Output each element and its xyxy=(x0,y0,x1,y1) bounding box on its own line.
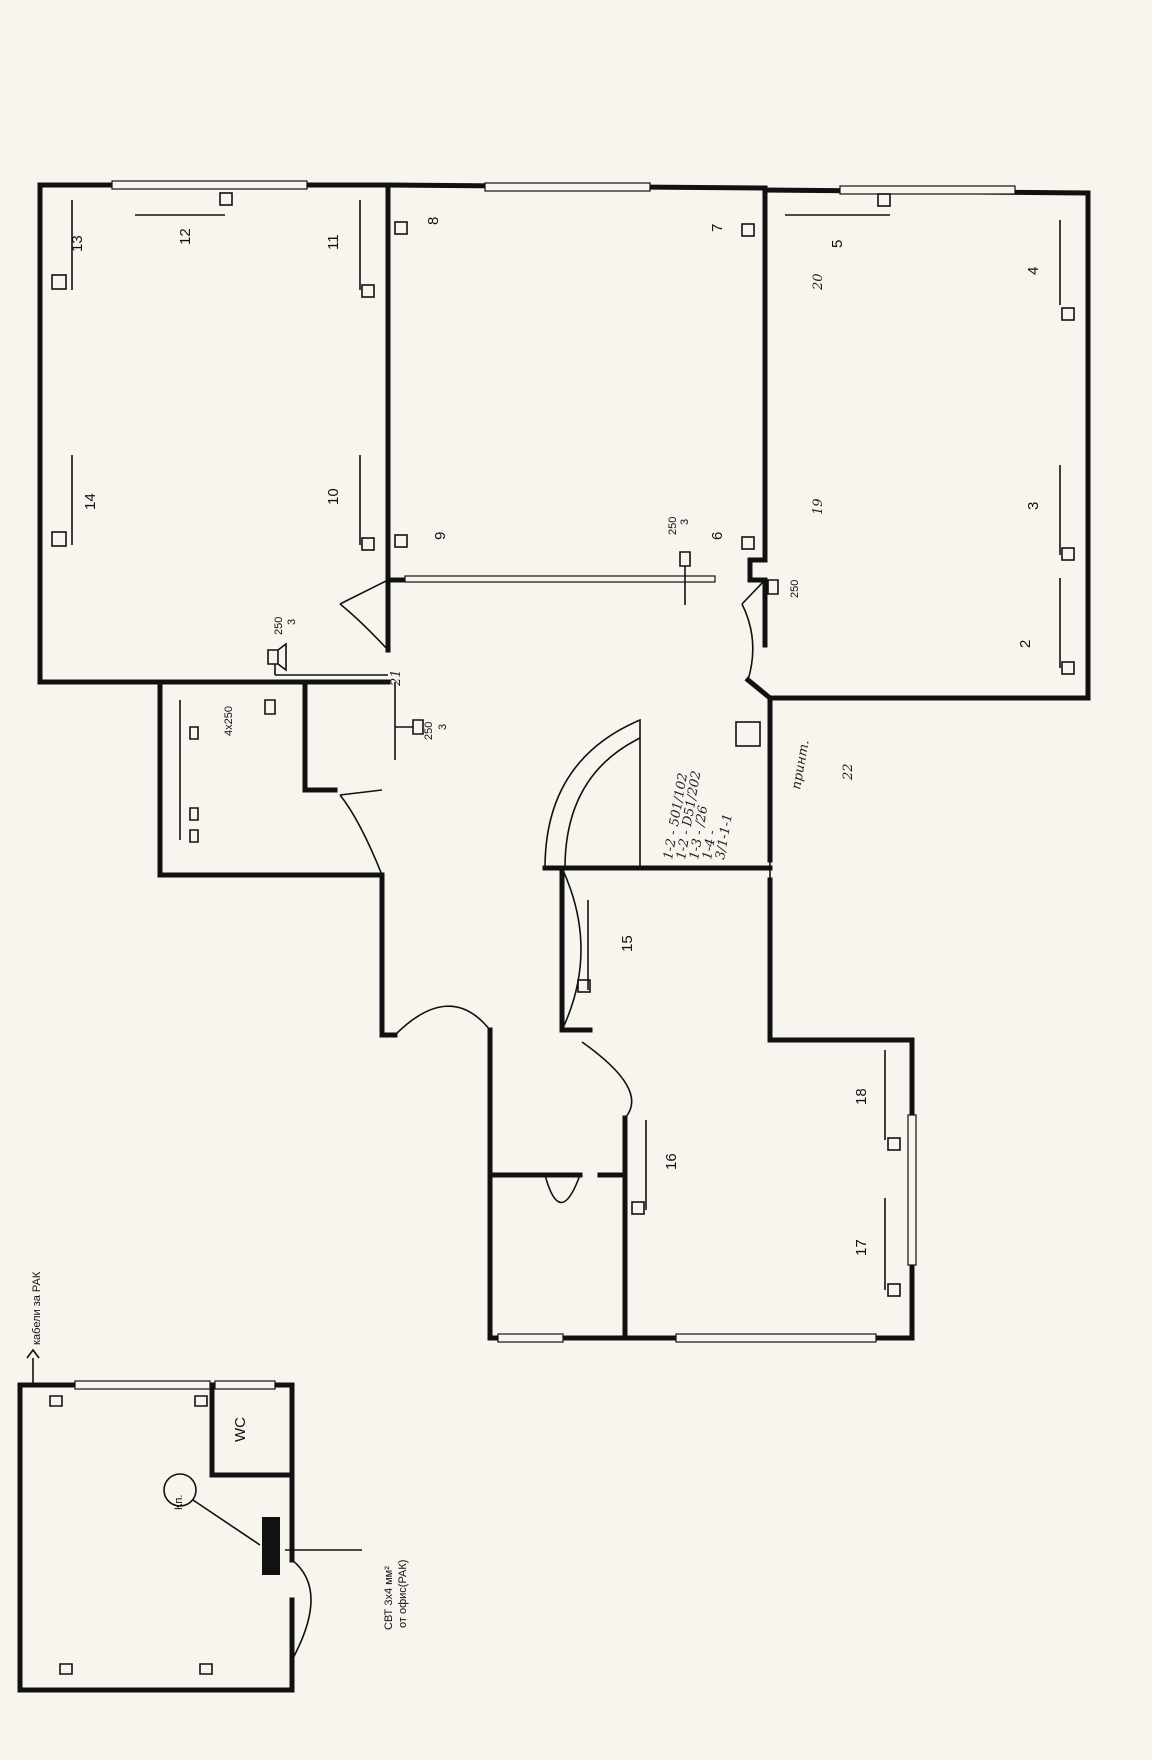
switchboard-box xyxy=(262,1517,280,1575)
svg-text:3: 3 xyxy=(286,619,298,625)
lighting-fixtures: 250 3 250 3 250 3 250 4x250 xyxy=(179,517,801,843)
svg-text:5: 5 xyxy=(829,240,846,248)
workstation-2: 2 xyxy=(1017,578,1075,675)
light-250-3-left: 250 3 xyxy=(267,617,388,676)
svg-text:11: 11 xyxy=(325,234,342,250)
cables-label: кабели за РАК xyxy=(31,1271,43,1345)
light-250-3-corridor: 250 3 xyxy=(394,682,449,760)
workstation-15: 15 xyxy=(577,900,636,993)
svg-text:250: 250 xyxy=(667,517,679,535)
svg-text:1-4 -: 1-4 - xyxy=(700,829,720,861)
svg-text:250: 250 xyxy=(789,580,801,598)
svg-text:4x250: 4x250 xyxy=(223,706,235,736)
light-250-3-mid: 250 3 xyxy=(667,517,691,605)
svg-text:4: 4 xyxy=(1025,267,1042,275)
workstation-8: 8 xyxy=(394,217,442,235)
workstation-16: 16 xyxy=(631,1120,680,1215)
workstation-9: 9 xyxy=(394,532,449,548)
workstation-11: 11 xyxy=(325,200,375,298)
panel-label: Кп. xyxy=(173,1495,185,1510)
building-outline xyxy=(37,182,1091,1341)
svg-text:22: 22 xyxy=(841,763,856,781)
svg-text:21: 21 xyxy=(389,669,404,687)
workstation-3: 3 xyxy=(1025,465,1075,561)
svg-text:15: 15 xyxy=(619,935,636,952)
panel-circle xyxy=(163,1473,197,1507)
workstation-7: 7 xyxy=(709,223,755,237)
workstation-18: 18 xyxy=(853,1050,901,1151)
workstation-17: 17 xyxy=(853,1198,901,1297)
svg-text:3: 3 xyxy=(679,519,691,525)
annex-building: WC Кп. СВТ 3х4 мм² от офис(РАК) кабели з… xyxy=(17,1271,409,1693)
svg-text:9: 9 xyxy=(432,532,449,540)
svg-text:2: 2 xyxy=(1017,640,1034,648)
light-4x250: 4x250 xyxy=(179,699,276,843)
windows xyxy=(111,180,1016,1343)
svg-text:18: 18 xyxy=(853,1088,870,1105)
svg-text:16: 16 xyxy=(663,1153,680,1170)
svg-text:12: 12 xyxy=(177,228,194,245)
svg-text:19: 19 xyxy=(811,498,826,515)
svg-text:3: 3 xyxy=(437,724,449,730)
svg-text:14: 14 xyxy=(82,493,99,510)
workstation-4: 4 xyxy=(1025,220,1075,321)
light-250: 250 xyxy=(767,579,801,598)
svg-text:принт.: принт. xyxy=(789,739,812,791)
svg-text:6: 6 xyxy=(709,532,726,540)
workstation-6: 6 xyxy=(709,532,755,550)
wc-label: WC xyxy=(232,1417,249,1442)
workstation-12: 12 xyxy=(135,192,233,245)
svg-text:7: 7 xyxy=(709,224,726,232)
svg-text:250: 250 xyxy=(273,617,285,635)
svg-text:17: 17 xyxy=(853,1239,870,1256)
svg-text:от офис(РАК): от офис(РАК) xyxy=(397,1560,409,1628)
handwritten-notes: 19 20 21 22 принт. 1-2 - 501/102 1-2 - D… xyxy=(389,273,856,860)
svg-text:8: 8 xyxy=(425,217,442,225)
svg-text:20: 20 xyxy=(811,273,826,291)
workstations: 13 12 11 14 10 8 9 7 6 5 4 3 2 15 16 17 … xyxy=(51,192,1075,1297)
svg-text:13: 13 xyxy=(69,235,86,252)
svg-text:3: 3 xyxy=(1025,502,1042,510)
doors xyxy=(339,579,766,1204)
svg-text:10: 10 xyxy=(325,488,342,505)
svg-text:250: 250 xyxy=(423,722,435,740)
workstation-14: 14 xyxy=(51,455,99,547)
svg-text:СВТ 3х4 мм²: СВТ 3х4 мм² xyxy=(383,1566,395,1630)
workstation-5: 5 xyxy=(785,193,891,248)
workstation-13: 13 xyxy=(51,200,86,290)
workstation-10: 10 xyxy=(325,455,375,551)
svg-text:3/1-1-1: 3/1-1-1 xyxy=(713,813,736,861)
